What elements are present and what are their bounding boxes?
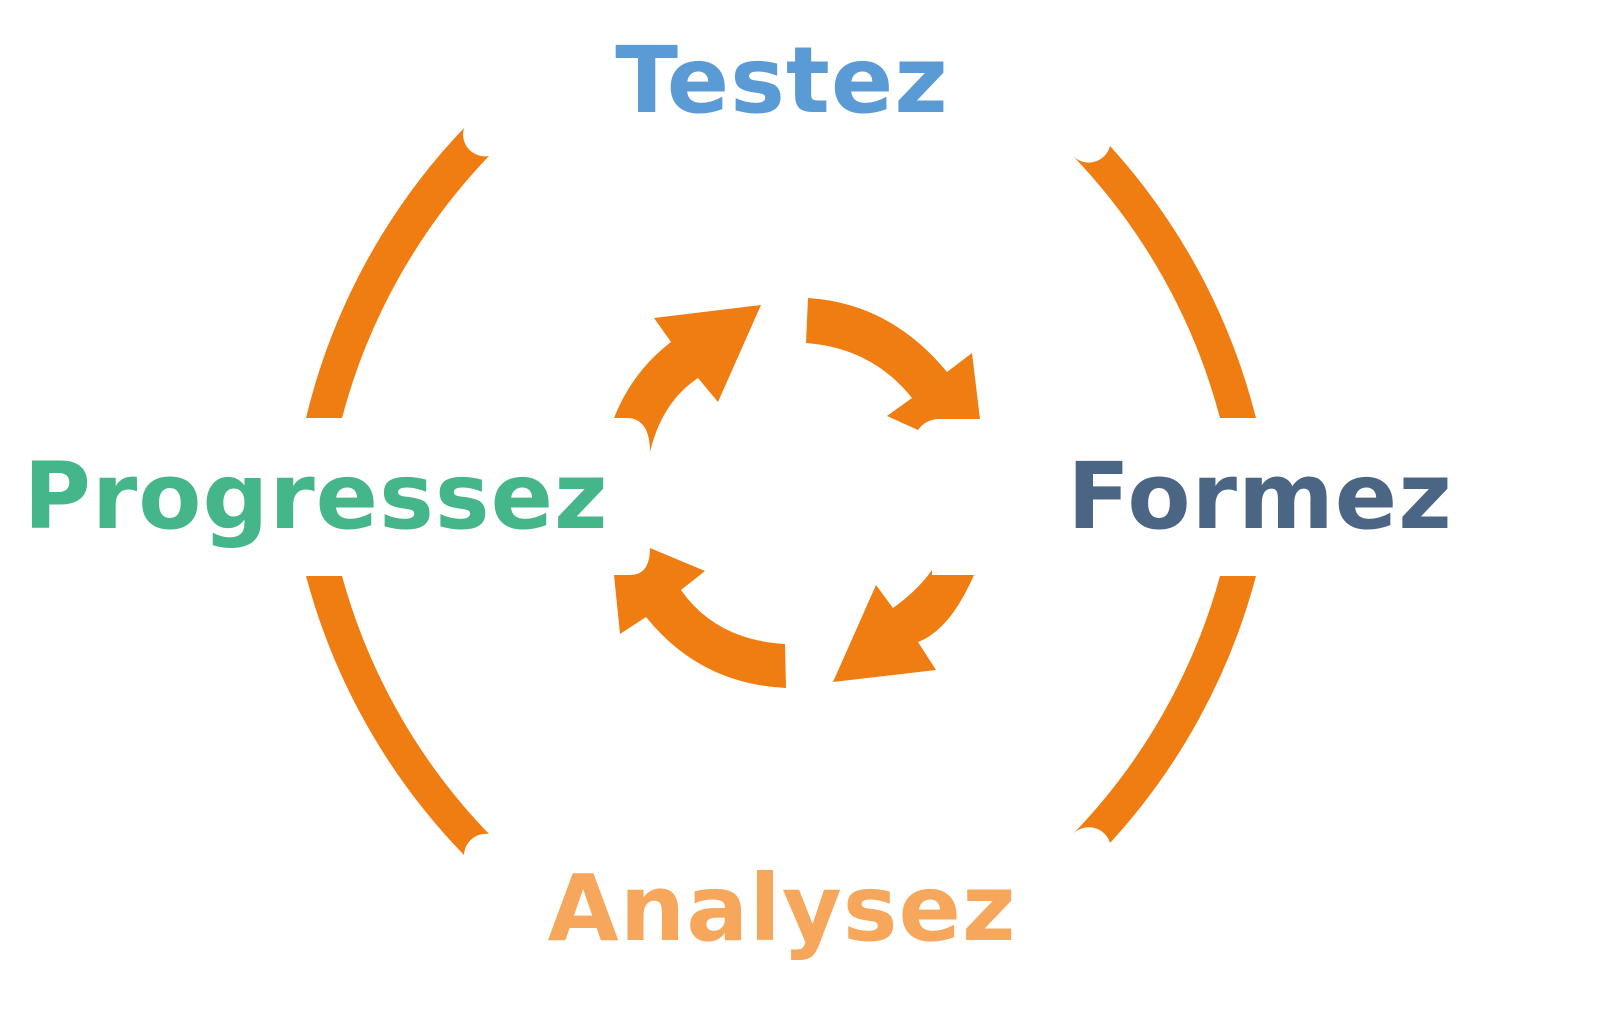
inner-cycle-arrows [614,298,980,688]
inner-arrow-top-left [614,305,761,452]
outer-arc-top-left [306,128,489,418]
inner-arrow-top-right [806,298,980,430]
outer-arc-bottom-left [306,576,489,855]
inner-arrow-bottom-left [614,548,786,688]
label-top: Testez [615,27,949,134]
outer-arc-top-right [1073,146,1256,418]
outer-arcs [306,128,1256,855]
label-bottom: Analysez [548,855,1017,962]
inner-arrow-bottom-right [833,570,974,682]
outer-arc-bottom-right [1073,576,1256,843]
label-right: Formez [1067,443,1453,550]
label-left: Progressez [23,443,608,550]
